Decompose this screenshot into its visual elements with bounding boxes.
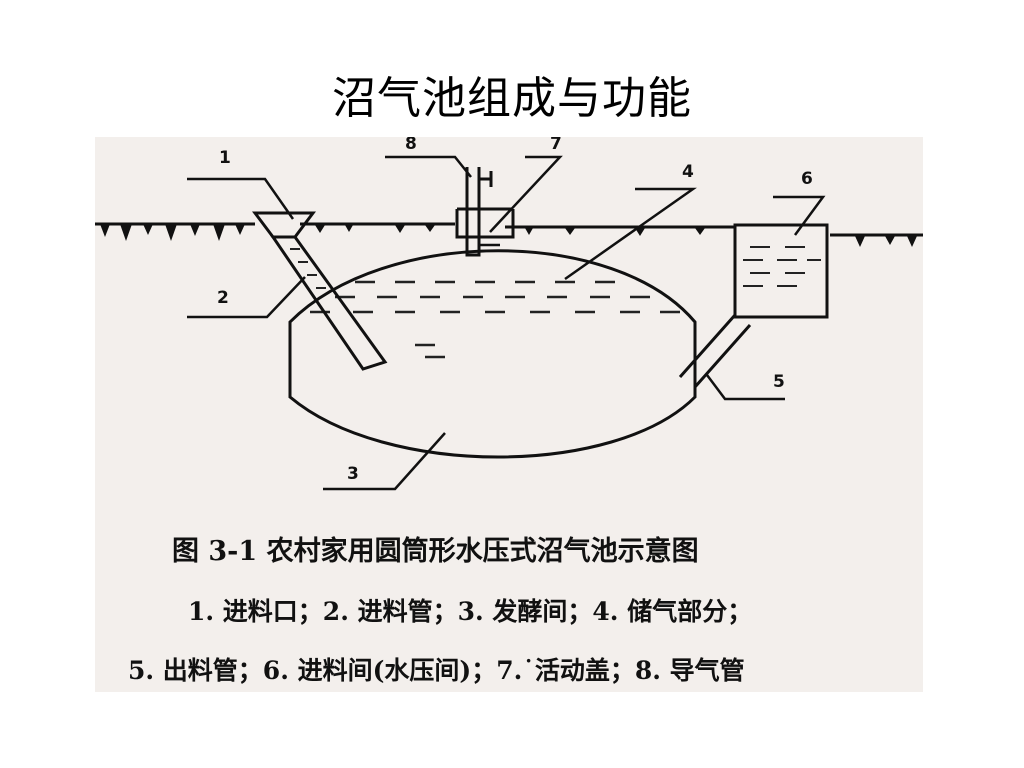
leader-lines (187, 155, 826, 491)
scanned-figure: 1 2 3 4 5 6 7 8 图 3-1 农村家用圆筒形水压式沼气池示意图 1… (95, 137, 923, 692)
outlet-pipe (678, 314, 752, 388)
legend-line-1: 1. 进料口；2. 进料管；3. 发酵间；4. 储气部分； (188, 597, 753, 626)
figure-caption: 图 3-1 农村家用圆筒形水压式沼气池示意图 (172, 536, 699, 567)
inlet-pipe-dashes (290, 248, 326, 289)
label-6: 6 (801, 169, 813, 189)
hydraulic-chamber-dashes (743, 246, 821, 287)
label-3: 3 (347, 464, 359, 484)
label-5: 5 (773, 372, 785, 392)
label-4: 4 (682, 162, 694, 182)
inlet-pipe (270, 235, 388, 371)
gas-pipe (465, 167, 481, 257)
liquid-surface-dashes (310, 280, 680, 359)
ground-hatching (100, 224, 917, 247)
slide-title: 沼气池组成与功能 (332, 73, 692, 124)
legend-line-2: 5. 出料管；6. 进料间(水压间)；7.˙活动盖；8. 导气管 (128, 656, 745, 685)
label-1: 1 (219, 148, 231, 168)
label-7: 7 (550, 137, 562, 154)
inlet-funnel (252, 211, 316, 239)
hydraulic-chamber (733, 223, 829, 319)
movable-cover (455, 209, 515, 239)
label-2: 2 (217, 288, 229, 308)
label-8: 8 (405, 137, 417, 154)
biogas-digester-diagram: 1 2 3 4 5 6 7 8 (95, 137, 923, 491)
